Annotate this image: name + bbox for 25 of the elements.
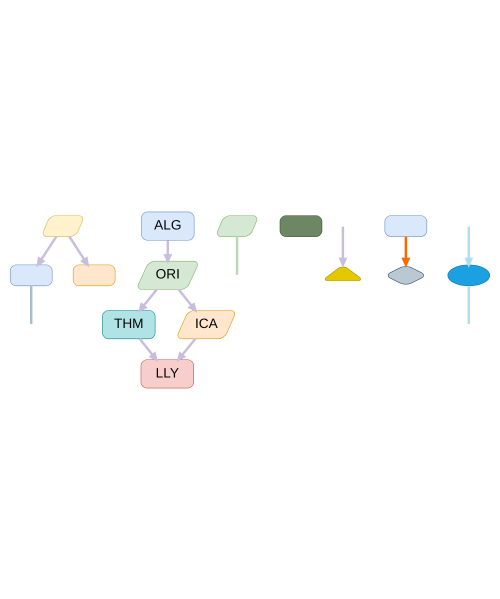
arrow [176,338,196,362]
connector [30,285,32,324]
node-parallelogram [216,214,258,236]
node-box: ALG [141,211,194,240]
node-diamond [388,266,424,284]
node-box [384,214,428,236]
arrow [401,236,410,268]
node-box: LLY [140,358,194,388]
connector [236,236,238,274]
node-box [280,214,322,236]
connector [468,285,470,324]
arrow [138,338,158,362]
arrow [68,235,90,267]
node-box [10,264,52,286]
node-triangle [324,266,361,280]
arrow [464,226,474,268]
node-ellipse [448,264,490,286]
arrow [338,226,348,268]
arrow [138,288,158,312]
node-box: THM [102,310,156,339]
arrow [178,288,198,312]
node-parallelogram [42,214,84,236]
node-box [72,264,116,286]
arrow [36,235,58,267]
arrow [163,240,172,264]
